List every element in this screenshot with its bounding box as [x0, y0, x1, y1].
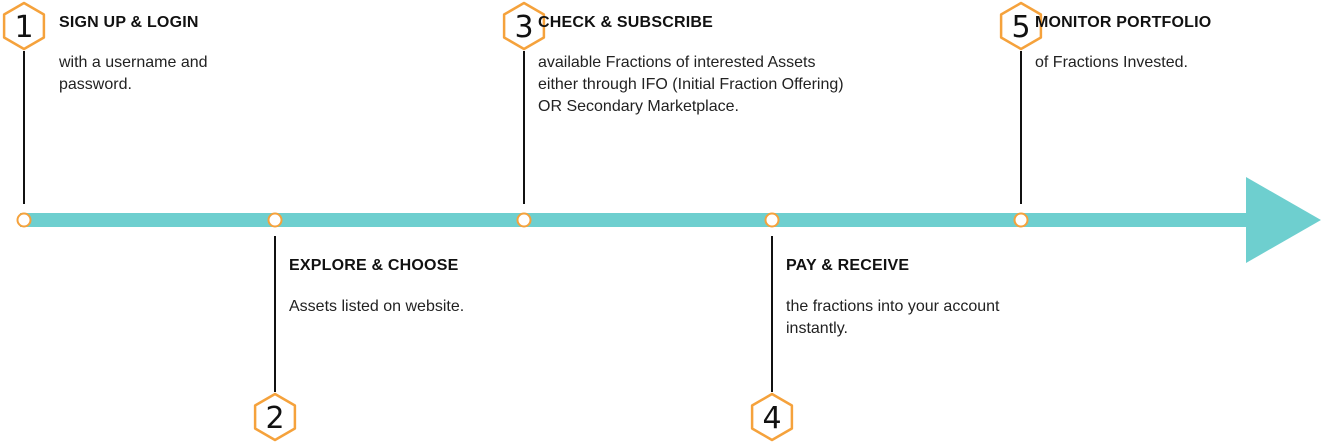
step-description-line: of Fractions Invested.: [1035, 54, 1188, 71]
timeline-node: [516, 212, 532, 228]
step-description-line: OR Secondary Marketplace.: [538, 98, 739, 115]
hexagon-badge-icon: [999, 1, 1043, 51]
timeline-node: [1013, 212, 1029, 228]
step-number: 3: [514, 10, 533, 45]
step-description-line: Assets listed on website.: [289, 298, 465, 315]
step-description-line: available Fractions of interested Assets: [538, 54, 816, 71]
step-description: with a username and password.: [59, 52, 208, 96]
step-title: SIGN UP & LOGIN: [59, 14, 199, 31]
step-title: MONITOR PORTFOLIO: [1035, 14, 1212, 31]
step-3: 3: [502, 1, 546, 228]
hexagon-badge-icon: [502, 1, 546, 51]
steps-layer: 1 2 3 4 5: [2, 1, 1043, 442]
step-description: Assets listed on website.: [289, 296, 464, 318]
step-number: 4: [762, 401, 781, 436]
step-description-line: instantly.: [786, 320, 848, 337]
timeline-track: [20, 177, 1321, 263]
hexagon-badge-icon: [253, 392, 297, 442]
step-description: of Fractions Invested.: [1035, 52, 1188, 74]
hexagon-badge-icon: [750, 392, 794, 442]
step-title: CHECK & SUBSCRIBE: [538, 14, 713, 31]
step-description-line: the fractions into your account: [786, 298, 1000, 315]
timeline-node: [764, 212, 780, 228]
step-description: available Fractions of interested Assets…: [538, 52, 844, 118]
step-number: 5: [1011, 10, 1030, 45]
step-description: the fractions into your account instantly…: [786, 296, 999, 340]
step-4: 4: [750, 212, 794, 442]
timeline-node: [16, 212, 32, 228]
step-number: 1: [14, 10, 33, 45]
step-description-line: with a username and: [59, 54, 208, 71]
step-title: EXPLORE & CHOOSE: [289, 257, 459, 274]
step-2: 2: [253, 212, 297, 442]
hexagon-badge-icon: [2, 1, 46, 51]
timeline-bar: [20, 213, 1248, 227]
timeline-node: [267, 212, 283, 228]
step-description-line: either through IFO (Initial Fraction Off…: [538, 76, 844, 93]
step-5: 5: [999, 1, 1043, 228]
timeline-arrowhead: [1246, 177, 1321, 263]
step-1: 1: [2, 1, 46, 228]
step-number: 2: [265, 401, 284, 436]
step-description-line: password.: [59, 76, 132, 93]
step-title: PAY & RECEIVE: [786, 257, 910, 274]
